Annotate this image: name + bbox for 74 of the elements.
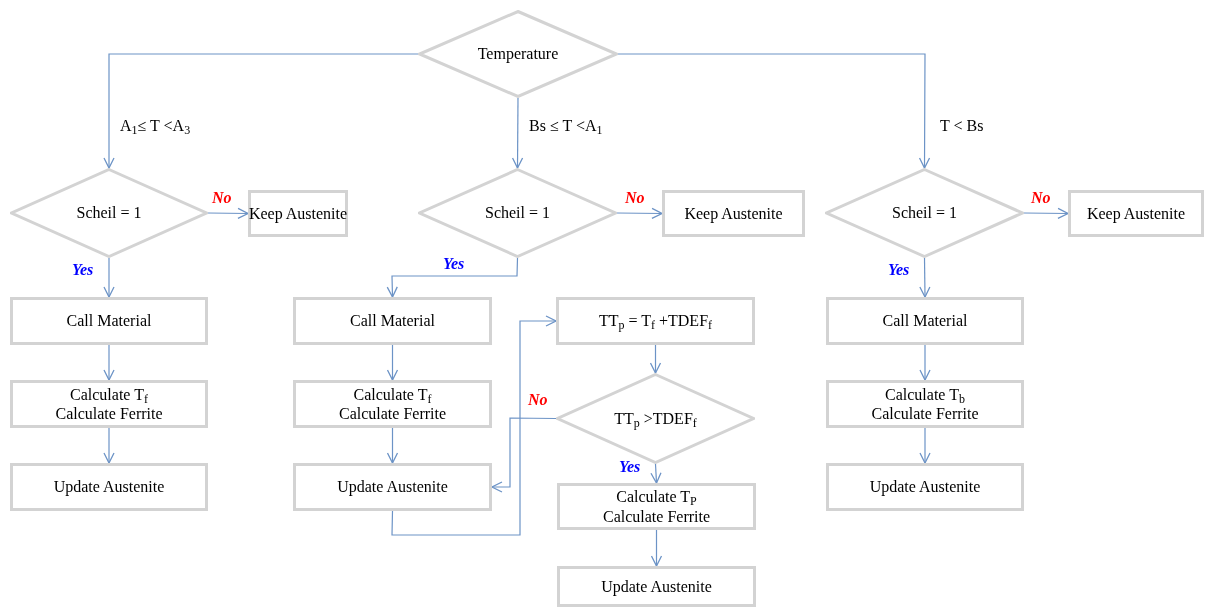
edge-label: T < Bs	[940, 118, 984, 134]
node-text: Update Austenite	[601, 576, 712, 597]
arrow	[103, 53, 419, 169]
arrow	[386, 257, 519, 298]
arrow	[1023, 207, 1069, 220]
node-text: TT$_{p}$ >TDEF$_{f}$	[614, 408, 697, 429]
process-box	[557, 483, 756, 530]
arrow	[391, 315, 557, 536]
node-text: Update Austenite	[337, 477, 448, 497]
node-text: Calculate T$_{f}$	[353, 384, 432, 404]
edge-label: Yes	[888, 262, 910, 278]
node-text: Calculate Ferrite	[338, 404, 447, 424]
node-text: Calculate Ferrite	[55, 404, 163, 424]
arrow	[919, 257, 931, 298]
node-text: Call Material	[350, 311, 435, 331]
arrow	[103, 427, 115, 464]
arrow	[386, 344, 399, 381]
edge-label: Yes	[72, 262, 94, 278]
edge-label: No	[625, 190, 645, 206]
node-text: Temperature	[477, 44, 559, 64]
process-box	[293, 463, 492, 511]
arrow	[616, 207, 663, 220]
edge-label: A$_{1}$≤ T <A$_{3}$	[120, 118, 191, 134]
process-box	[1068, 190, 1204, 237]
arrow	[650, 463, 662, 484]
process-box	[557, 566, 756, 607]
node-text: Calculate Ferrite	[602, 506, 711, 526]
arrow	[386, 427, 399, 464]
arrow	[491, 417, 557, 493]
process-box	[293, 297, 492, 345]
arrow	[511, 97, 524, 169]
arrow	[103, 257, 115, 298]
node-text: Keep Austenite	[684, 203, 783, 224]
edge-label: No	[1031, 190, 1051, 206]
node-text: Calculate Ferrite	[871, 404, 979, 424]
node-text: Call Material	[66, 311, 152, 331]
process-box	[556, 297, 755, 345]
edge-label: Yes	[443, 256, 465, 272]
node-text: Calculate T$_{f}$	[70, 384, 148, 404]
node-text: Scheil = 1	[892, 203, 957, 223]
process-box	[293, 380, 492, 428]
node-text: TT$_{p}$ = T$_{f}$ +TDEF$_{f}$	[598, 311, 713, 331]
process-box	[10, 297, 208, 345]
process-box	[826, 380, 1024, 428]
process-box	[826, 463, 1024, 511]
arrow	[103, 344, 115, 381]
edge-label: No	[212, 190, 232, 206]
arrow	[650, 529, 663, 567]
process-box	[10, 463, 208, 511]
node-text: Calculate T$_{P}$	[616, 487, 697, 507]
node-text: Calculate T$_{b}$	[885, 384, 965, 404]
node-text: Scheil = 1	[76, 203, 142, 223]
node-text: Scheil = 1	[485, 203, 550, 223]
decision-diamond	[825, 168, 1024, 258]
process-box	[248, 190, 348, 237]
arrow	[617, 53, 931, 169]
node-text: Update Austenite	[53, 477, 165, 497]
process-box	[10, 380, 208, 428]
process-box	[662, 190, 805, 237]
node-text: Keep Austenite	[1086, 203, 1186, 224]
node-text: Call Material	[882, 311, 968, 331]
node-text: Keep Austenite	[248, 203, 348, 224]
arrow	[649, 344, 662, 374]
arrow	[207, 207, 249, 219]
arrow	[919, 427, 931, 464]
arrow	[919, 344, 931, 381]
decision-diamond	[418, 10, 618, 98]
node-text: Update Austenite	[869, 477, 981, 497]
edge-label: Yes	[619, 459, 641, 475]
decision-diamond	[10, 168, 208, 258]
edge-label: Bs ≤ T <A$_{1}$	[529, 118, 603, 134]
edge-label: No	[528, 392, 548, 408]
process-box	[826, 297, 1024, 345]
decision-diamond	[418, 168, 617, 258]
